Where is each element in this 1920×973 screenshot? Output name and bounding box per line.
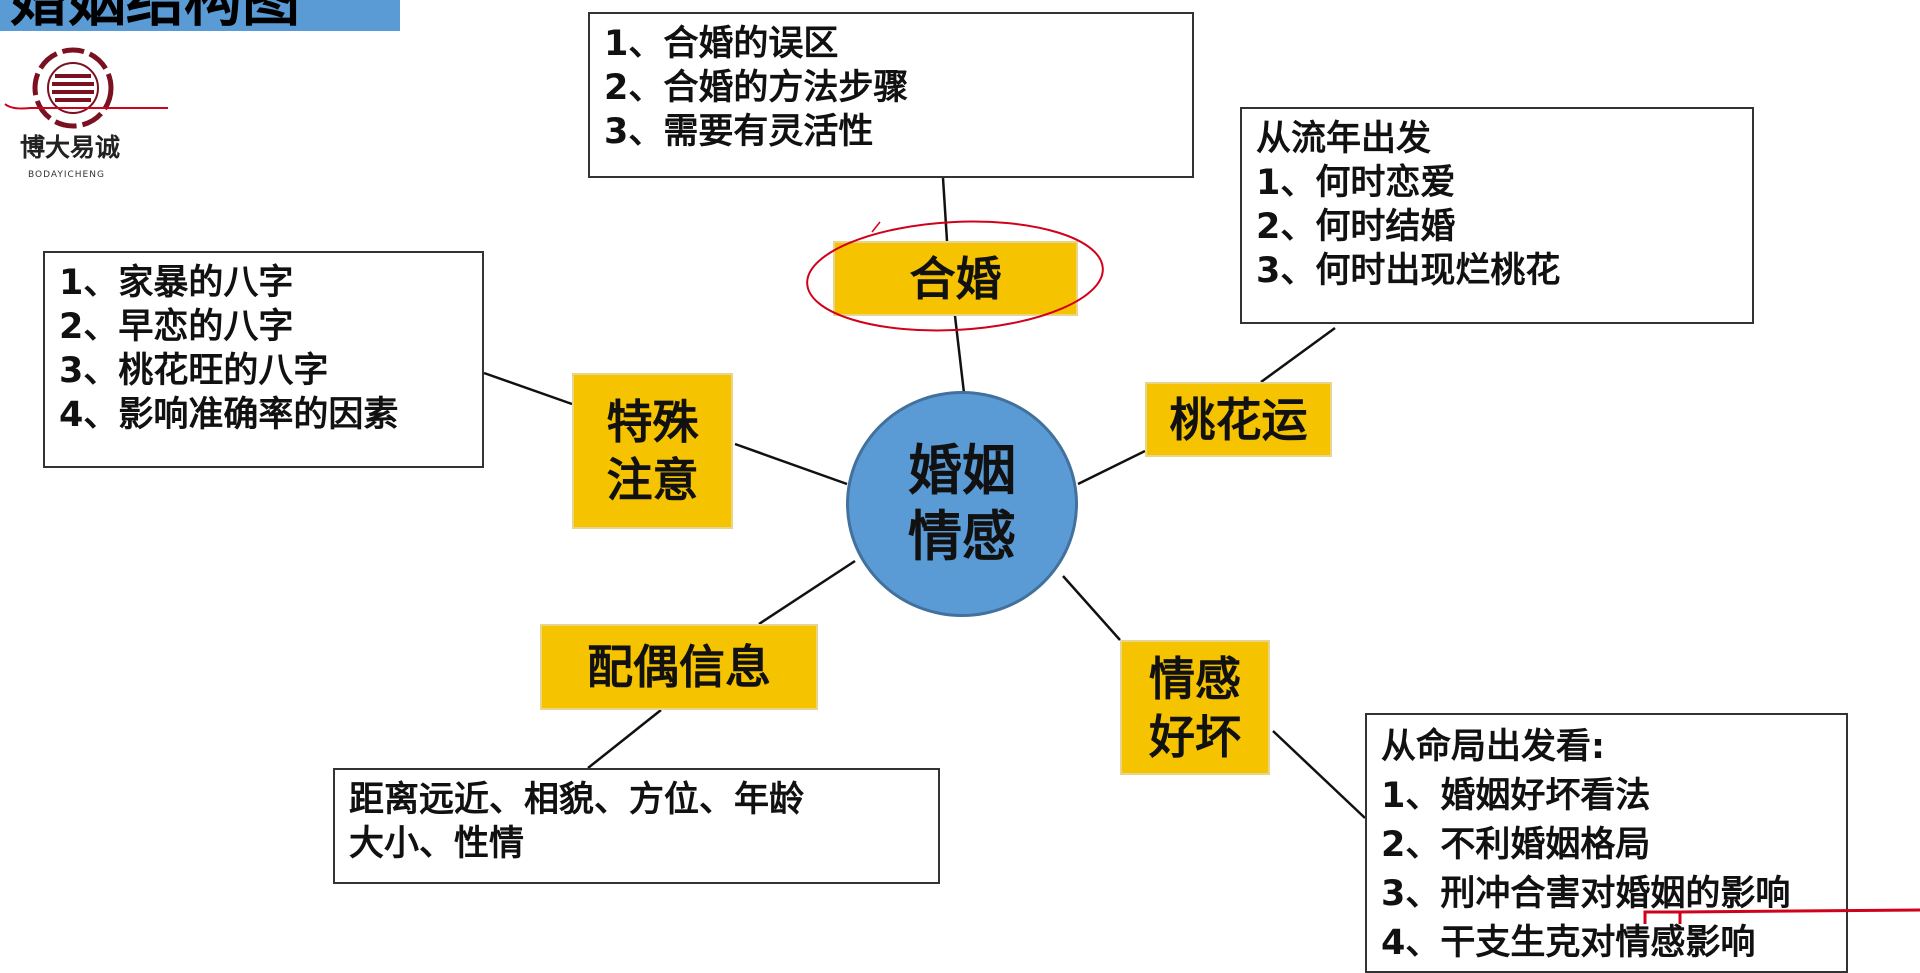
hehun-detail-box: 1、合婚的误区 2、合婚的方法步骤 3、需要有灵活性 [588, 12, 1194, 178]
center-node: 婚姻情感 [846, 391, 1078, 617]
list-item: 2、早恋的八字 [59, 307, 294, 347]
connector-line [1062, 575, 1121, 641]
node-qinggan: 情感 好坏 [1120, 640, 1270, 775]
connector-line [483, 371, 573, 406]
connector-line [1260, 326, 1336, 384]
list-item: 1、何时恋爱 [1256, 163, 1456, 203]
list-item: 距离远近、相貌、方位、年龄 [349, 780, 805, 820]
qinggan-detail-box: 从命局出发看: 1、婚姻好坏看法 2、不利婚姻格局 3、刑冲合害对婚姻的影响 4… [1365, 713, 1848, 973]
list-item: 从流年出发 [1256, 119, 1432, 159]
node-taohuayun: 桃花运 [1145, 382, 1332, 457]
connector-line [1077, 449, 1146, 486]
node-peiou: 配偶信息 [540, 624, 818, 710]
list-item: 4、影响准确率的因素 [59, 395, 399, 435]
node-hehun: 合婚 [833, 241, 1078, 316]
node-label: 特殊 [606, 395, 699, 449]
list-item: 2、何时结婚 [1256, 207, 1456, 247]
connector-line [587, 709, 662, 769]
list-item: 4、干支生克对情感影响 [1381, 923, 1756, 963]
logo-name: 博大易诚 [20, 133, 121, 162]
list-item: 大小、性情 [349, 824, 525, 864]
connector-line [941, 177, 949, 242]
taohuayun-detail-box: 从流年出发 1、何时恋爱 2、何时结婚 3、何时出现烂桃花 [1240, 107, 1754, 324]
peiou-detail-box: 距离远近、相貌、方位、年龄 大小、性情 [333, 768, 940, 884]
node-label: 情感 [1149, 651, 1241, 706]
connector-line [758, 559, 856, 626]
list-item: 1、家暴的八字 [59, 263, 294, 303]
list-item: 1、婚姻好坏看法 [1381, 776, 1651, 816]
list-item: 2、不利婚姻格局 [1381, 825, 1651, 865]
slide-title: 婚姻结构图 [0, 0, 400, 31]
connector-line [953, 315, 966, 394]
connector-lines [483, 177, 1366, 819]
list-item: 3、桃花旺的八字 [59, 351, 329, 391]
list-item: 从命局出发看: [1381, 727, 1605, 767]
list-item: 3、刑冲合害对婚姻的影响 [1381, 874, 1791, 914]
center-label: 婚姻 [908, 439, 1016, 502]
list-item: 2、合婚的方法步骤 [604, 68, 909, 108]
node-label: 注意 [606, 453, 699, 507]
node-teshu: 特殊 注意 [572, 373, 733, 529]
connector-line [1272, 730, 1366, 819]
connector-line [734, 442, 848, 486]
teshu-detail-box: 1、家暴的八字 2、早恋的八字 3、桃花旺的八字 4、影响准确率的因素 [43, 251, 484, 468]
list-item: 3、需要有灵活性 [604, 112, 874, 152]
logo-subtitle: BODAYICHENG [28, 170, 105, 180]
center-label: 情感 [908, 505, 1016, 568]
list-item: 1、合婚的误区 [604, 24, 839, 64]
logo-emblem-icon [4, 47, 168, 129]
node-label: 好坏 [1149, 709, 1241, 764]
list-item: 3、何时出现烂桃花 [1256, 251, 1561, 291]
